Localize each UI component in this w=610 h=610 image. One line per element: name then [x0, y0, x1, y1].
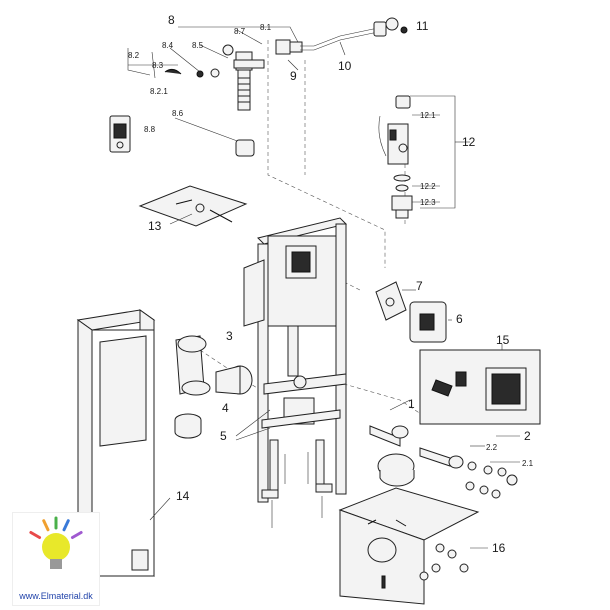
label-3: 3 [226, 329, 233, 343]
label-9: 9 [290, 69, 297, 83]
label-16: 16 [492, 541, 506, 555]
label-8-8: 8.8 [144, 125, 156, 134]
label-4: 4 [222, 401, 229, 415]
label-15: 15 [496, 333, 510, 347]
label-1: 1 [408, 397, 415, 411]
label-8-1: 8.1 [260, 23, 272, 32]
flush-plate-set [419, 344, 541, 425]
label-12-1: 12.1 [420, 111, 436, 120]
drain-bends [174, 335, 253, 439]
sound-insulation [338, 487, 488, 605]
part-labels: 8 8.7 8.1 8.4 8.5 8.2 8.3 8.2.1 8.6 8.8 … [128, 13, 534, 555]
label-14: 14 [176, 489, 190, 503]
bolt-set-panel [138, 185, 248, 227]
bulb-ray [42, 519, 50, 532]
label-8-4: 8.4 [162, 41, 174, 50]
supply-hose [275, 17, 408, 71]
installation-frame [243, 217, 347, 528]
label-11: 11 [416, 19, 429, 33]
label-8-7: 8.7 [234, 27, 246, 36]
label-2: 2 [524, 429, 531, 443]
label-13: 13 [148, 219, 162, 233]
label-10: 10 [338, 59, 352, 73]
label-7: 7 [416, 279, 423, 293]
flush-valve [378, 95, 470, 219]
bulb-ray [29, 531, 42, 539]
connection-boxes [375, 281, 452, 343]
label-6: 6 [456, 312, 463, 326]
light-bulb-icon [29, 516, 83, 569]
label-5: 5 [220, 429, 227, 443]
label-12-3: 12.3 [420, 198, 436, 207]
flush-pipes [369, 399, 520, 499]
label-2-1: 2.1 [522, 459, 534, 468]
label-8-5: 8.5 [192, 41, 204, 50]
elmaterial-logo: www.Elmaterial.dk [12, 512, 100, 606]
label-8-6: 8.6 [172, 109, 184, 118]
logo-text: www.Elmaterial.dk [19, 591, 93, 601]
fill-valve-assembly [109, 26, 301, 157]
label-8-3: 8.3 [152, 61, 164, 70]
label-12-2: 12.2 [420, 182, 436, 191]
label-2-2: 2.2 [486, 443, 498, 452]
label-8: 8 [168, 13, 175, 27]
label-8-2: 8.2 [128, 51, 140, 60]
label-12: 12 [462, 135, 476, 149]
bulb-ray [70, 531, 83, 539]
label-8-2-1: 8.2.1 [150, 87, 168, 96]
cover-panel [76, 309, 156, 577]
bulb-ray [62, 519, 70, 532]
